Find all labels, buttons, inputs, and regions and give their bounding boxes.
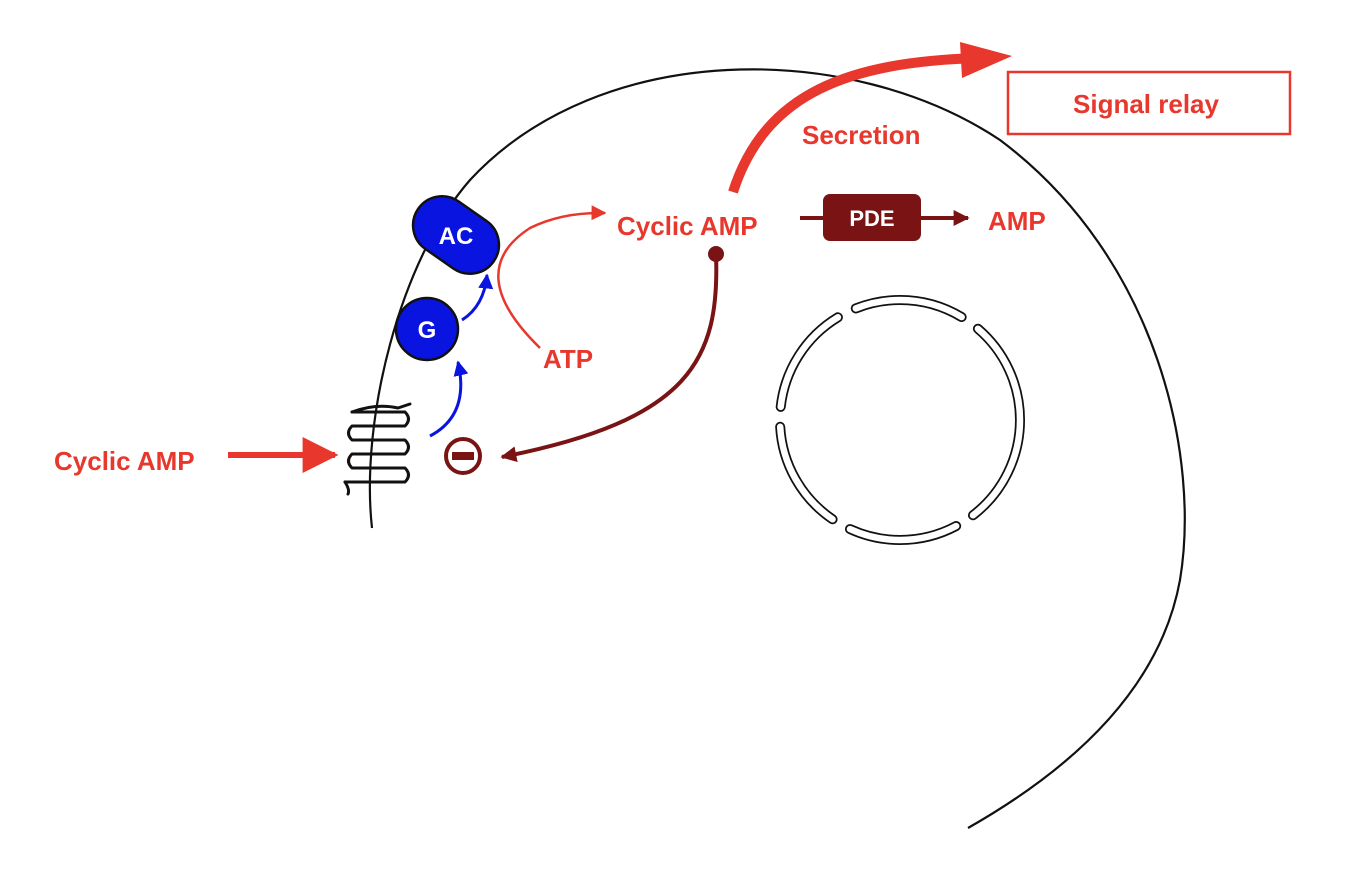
nucleus bbox=[775, 295, 1025, 545]
atp-to-camp-arrow bbox=[497, 205, 607, 349]
amp-label: AMP bbox=[988, 206, 1046, 236]
minus-circle-icon bbox=[444, 437, 482, 475]
receptor-icon bbox=[343, 410, 410, 484]
secretion-label: Secretion bbox=[802, 120, 921, 150]
signal-relay-box bbox=[1006, 70, 1292, 136]
feedback-origin-dot bbox=[708, 246, 724, 262]
adenylyl-cyclase-label: AC bbox=[439, 223, 474, 250]
adenylyl-cyclase bbox=[411, 194, 501, 276]
pde-label: PDE bbox=[849, 206, 894, 231]
signal-relay-label: Signal relay bbox=[1073, 89, 1219, 119]
cell-membrane bbox=[368, 68, 1186, 829]
cyclic-amp-outside-label: Cyclic AMP bbox=[54, 446, 195, 476]
secretion-arrow-head bbox=[960, 42, 1012, 78]
g-to-ac-arrow bbox=[461, 273, 494, 322]
pde-box bbox=[823, 194, 921, 241]
receptor-tail-bottom bbox=[343, 480, 351, 496]
atp-label: ATP bbox=[543, 344, 593, 374]
feedback-inhibition-arrow bbox=[500, 253, 719, 463]
receptor-tail-top bbox=[350, 402, 412, 414]
receptor-to-g-arrow bbox=[429, 360, 469, 438]
secretion-arrow bbox=[728, 53, 979, 194]
g-protein bbox=[394, 296, 460, 362]
g-protein-label: G bbox=[418, 317, 437, 344]
cyclic-amp-inside-label: Cyclic AMP bbox=[617, 211, 758, 241]
